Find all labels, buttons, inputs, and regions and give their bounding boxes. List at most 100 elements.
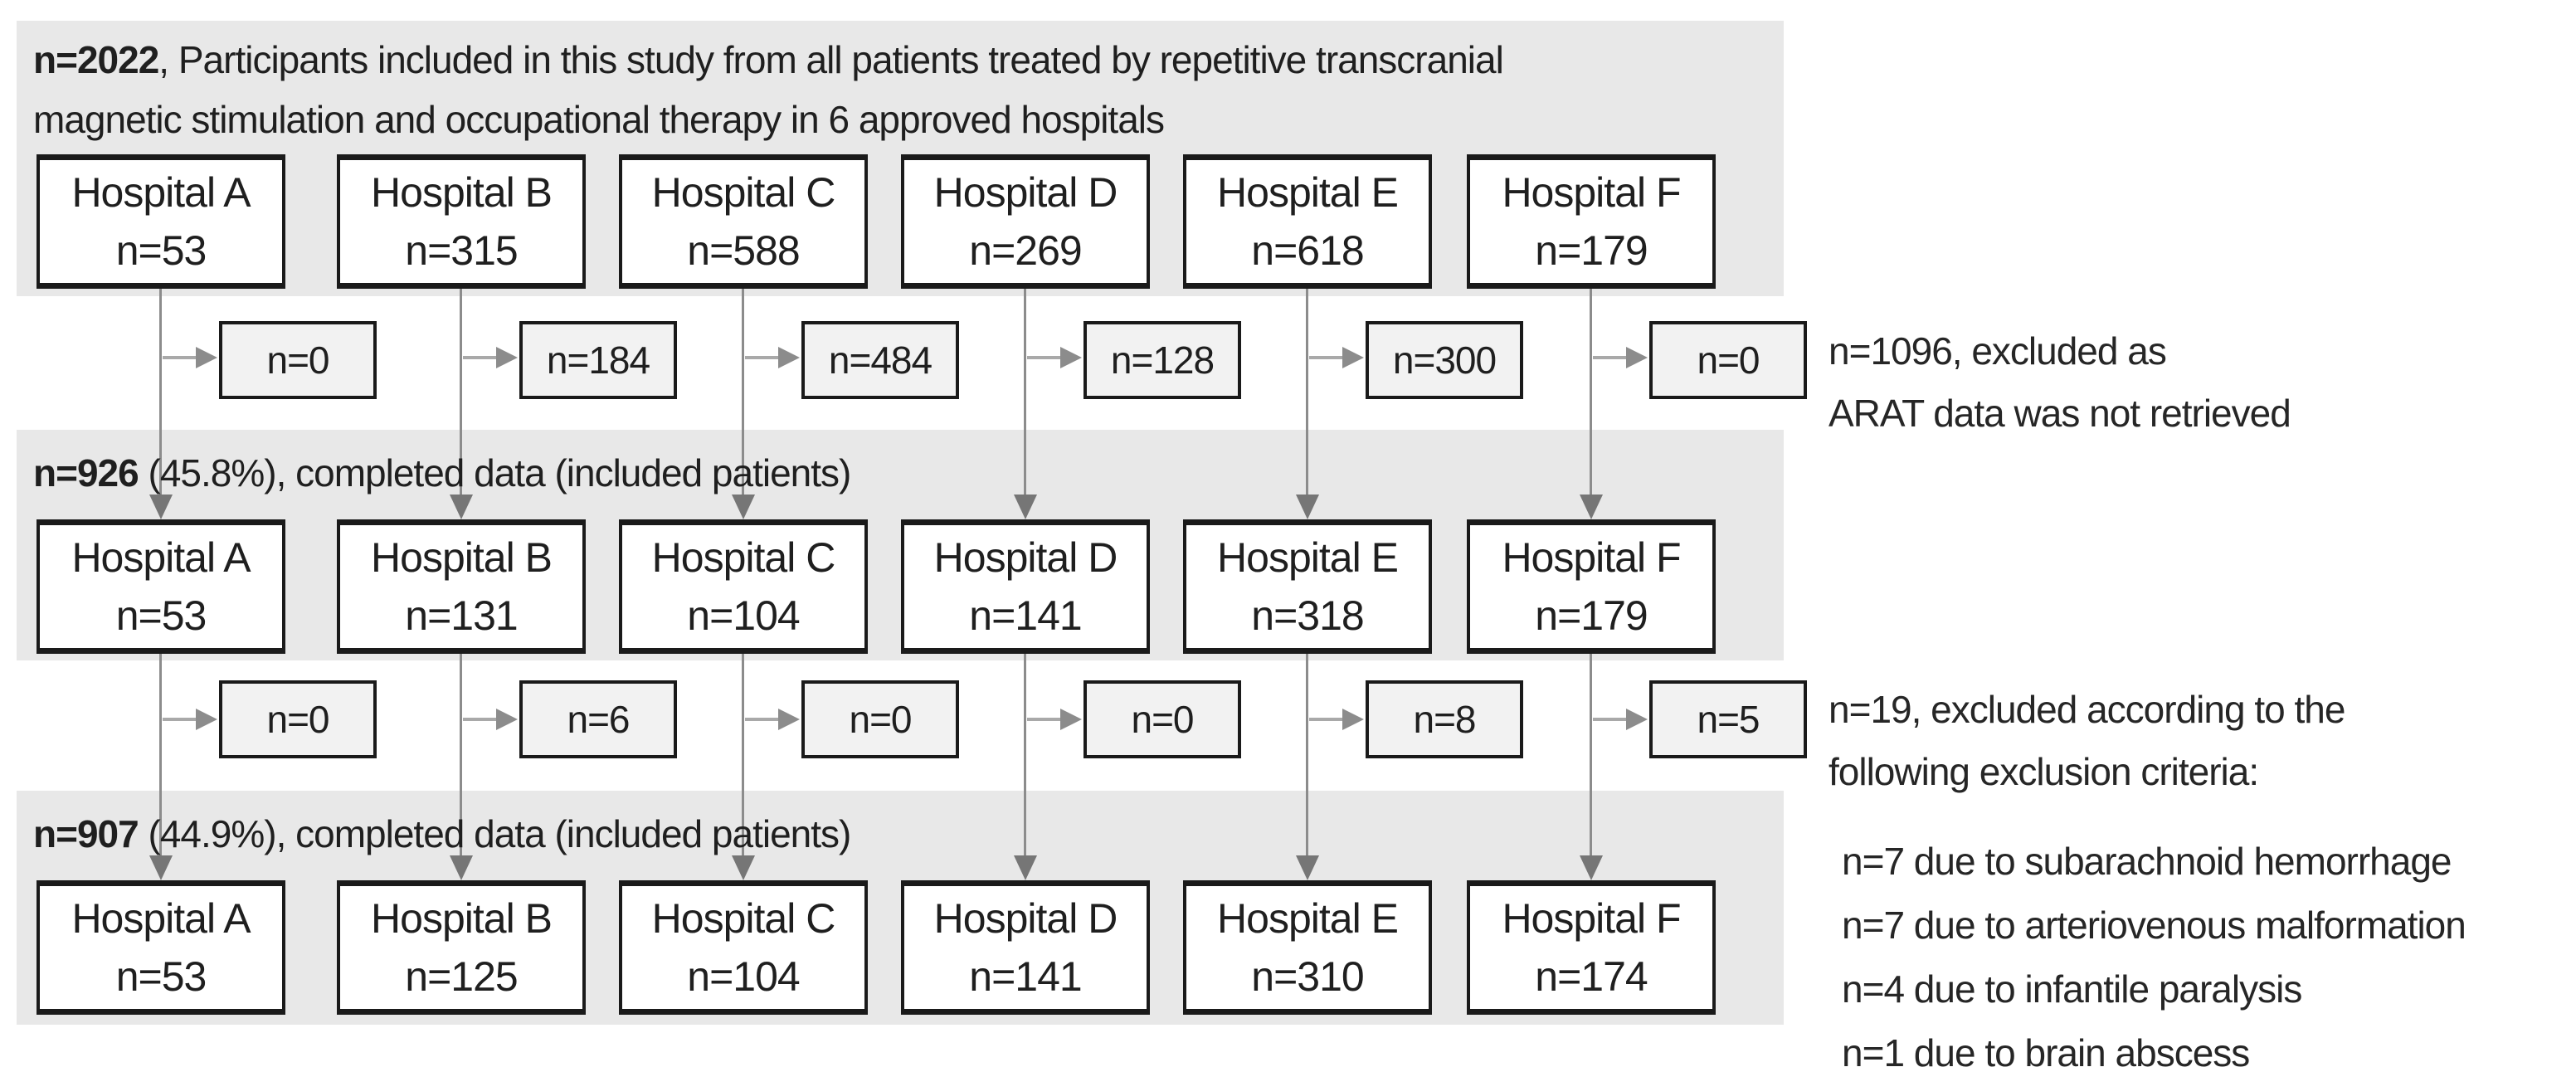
excluded-count-box: n=300 bbox=[1366, 321, 1523, 399]
hospital-name: Hospital B bbox=[371, 534, 553, 581]
stage-1-label: n=2022, Participants included in this st… bbox=[33, 30, 1659, 149]
down-arrow-icon bbox=[732, 855, 755, 880]
right-arrow-icon bbox=[1626, 709, 1648, 730]
flow-line bbox=[460, 289, 462, 496]
exclusion-criteria-item: n=1 due to brain abscess bbox=[1842, 1031, 2250, 1067]
right-arrow-icon bbox=[1626, 347, 1648, 368]
hospital-box: Hospital D n=141 bbox=[901, 880, 1150, 1015]
hospital-name: Hospital D bbox=[933, 895, 1118, 942]
hospital-box: Hospital F n=179 bbox=[1467, 519, 1716, 654]
flow-line bbox=[1024, 654, 1026, 857]
flow-line bbox=[1306, 289, 1308, 496]
branch-line bbox=[1027, 356, 1060, 359]
hospital-name: Hospital F bbox=[1502, 534, 1681, 581]
hospital-count: n=53 bbox=[115, 953, 207, 1000]
stage-3-count: n=907 bbox=[33, 812, 139, 855]
hospital-count: n=179 bbox=[1535, 592, 1648, 639]
hospital-count: n=141 bbox=[969, 953, 1082, 1000]
hospital-name: Hospital B bbox=[371, 169, 553, 216]
flow-line bbox=[1590, 654, 1592, 857]
hospital-count: n=179 bbox=[1535, 227, 1648, 274]
down-arrow-icon bbox=[732, 495, 755, 519]
hospital-box: Hospital F n=179 bbox=[1467, 154, 1716, 289]
exclusion-note-line: ARAT data was not retrieved bbox=[1829, 392, 2291, 435]
flow-line bbox=[742, 654, 744, 857]
excluded-count-box: n=5 bbox=[1649, 680, 1807, 758]
excluded-count-box: n=8 bbox=[1366, 680, 1523, 758]
excluded-count: n=128 bbox=[1110, 339, 1215, 382]
excluded-count-box: n=128 bbox=[1083, 321, 1241, 399]
exclusion-criteria-item: n=4 due to infantile paralysis bbox=[1842, 967, 2302, 1011]
hospital-name: Hospital F bbox=[1502, 169, 1681, 216]
excluded-count: n=184 bbox=[546, 339, 650, 382]
flow-line bbox=[159, 654, 162, 857]
right-arrow-icon bbox=[496, 347, 518, 368]
excluded-count-box: n=0 bbox=[801, 680, 959, 758]
excluded-count: n=484 bbox=[828, 339, 933, 382]
hospital-name: Hospital E bbox=[1217, 169, 1399, 216]
excluded-count: n=8 bbox=[1413, 698, 1476, 741]
excluded-count: n=5 bbox=[1697, 698, 1760, 741]
branch-line bbox=[1309, 356, 1342, 359]
hospital-name: Hospital D bbox=[933, 534, 1118, 581]
right-arrow-icon bbox=[196, 709, 217, 730]
branch-line bbox=[745, 718, 778, 721]
down-arrow-icon bbox=[450, 495, 473, 519]
hospital-count: n=141 bbox=[969, 592, 1082, 639]
right-arrow-icon bbox=[196, 347, 217, 368]
right-arrow-icon bbox=[778, 709, 800, 730]
exclusion-criteria-item: n=7 due to arteriovenous malformation bbox=[1842, 904, 2466, 947]
excluded-count: n=0 bbox=[1697, 339, 1760, 382]
right-arrow-icon bbox=[1060, 709, 1082, 730]
excluded-count: n=0 bbox=[266, 698, 329, 741]
hospital-count: n=131 bbox=[405, 592, 518, 639]
branch-line bbox=[463, 356, 496, 359]
exclusion-criteria-list: n=7 due to subarachnoid hemorrhage n=7 d… bbox=[1842, 830, 2466, 1067]
hospital-name: Hospital A bbox=[71, 169, 251, 216]
excluded-count: n=0 bbox=[849, 698, 912, 741]
flow-line bbox=[460, 654, 462, 857]
flow-line bbox=[1024, 289, 1026, 496]
right-arrow-icon bbox=[1342, 709, 1364, 730]
hospital-name: Hospital B bbox=[371, 895, 553, 942]
right-arrow-icon bbox=[778, 347, 800, 368]
excluded-count: n=0 bbox=[1131, 698, 1194, 741]
stage-2-count: n=926 bbox=[33, 451, 139, 495]
hospital-name: Hospital D bbox=[933, 169, 1118, 216]
stage-2-label: n=926 (45.8%), completed data (included … bbox=[33, 443, 851, 503]
exclusion-note-line: n=1096, excluded as bbox=[1829, 329, 2167, 373]
down-arrow-icon bbox=[1296, 855, 1319, 880]
excluded-count-box: n=0 bbox=[219, 680, 377, 758]
hospital-count: n=310 bbox=[1251, 953, 1364, 1000]
hospital-count: n=588 bbox=[687, 227, 800, 274]
branch-line bbox=[1309, 718, 1342, 721]
down-arrow-icon bbox=[149, 495, 173, 519]
hospital-count: n=125 bbox=[405, 953, 518, 1000]
right-arrow-icon bbox=[1060, 347, 1082, 368]
hospital-count: n=53 bbox=[115, 592, 207, 639]
hospital-count: n=104 bbox=[687, 592, 800, 639]
excluded-count: n=300 bbox=[1392, 339, 1497, 382]
excluded-count: n=6 bbox=[567, 698, 630, 741]
branch-line bbox=[1593, 718, 1626, 721]
hospital-name: Hospital A bbox=[71, 895, 251, 942]
down-arrow-icon bbox=[450, 855, 473, 880]
stage-3-label: n=907 (44.9%), completed data (included … bbox=[33, 804, 851, 864]
branch-line bbox=[163, 356, 196, 359]
stage-1-count: n=2022 bbox=[33, 38, 159, 81]
flow-line bbox=[1306, 654, 1308, 857]
excluded-count-box: n=184 bbox=[519, 321, 677, 399]
excluded-count-box: n=484 bbox=[801, 321, 959, 399]
down-arrow-icon bbox=[1580, 495, 1603, 519]
hospital-name: Hospital F bbox=[1502, 895, 1681, 942]
excluded-count-box: n=6 bbox=[519, 680, 677, 758]
hospital-count: n=318 bbox=[1251, 592, 1364, 639]
hospital-name: Hospital C bbox=[651, 169, 836, 216]
